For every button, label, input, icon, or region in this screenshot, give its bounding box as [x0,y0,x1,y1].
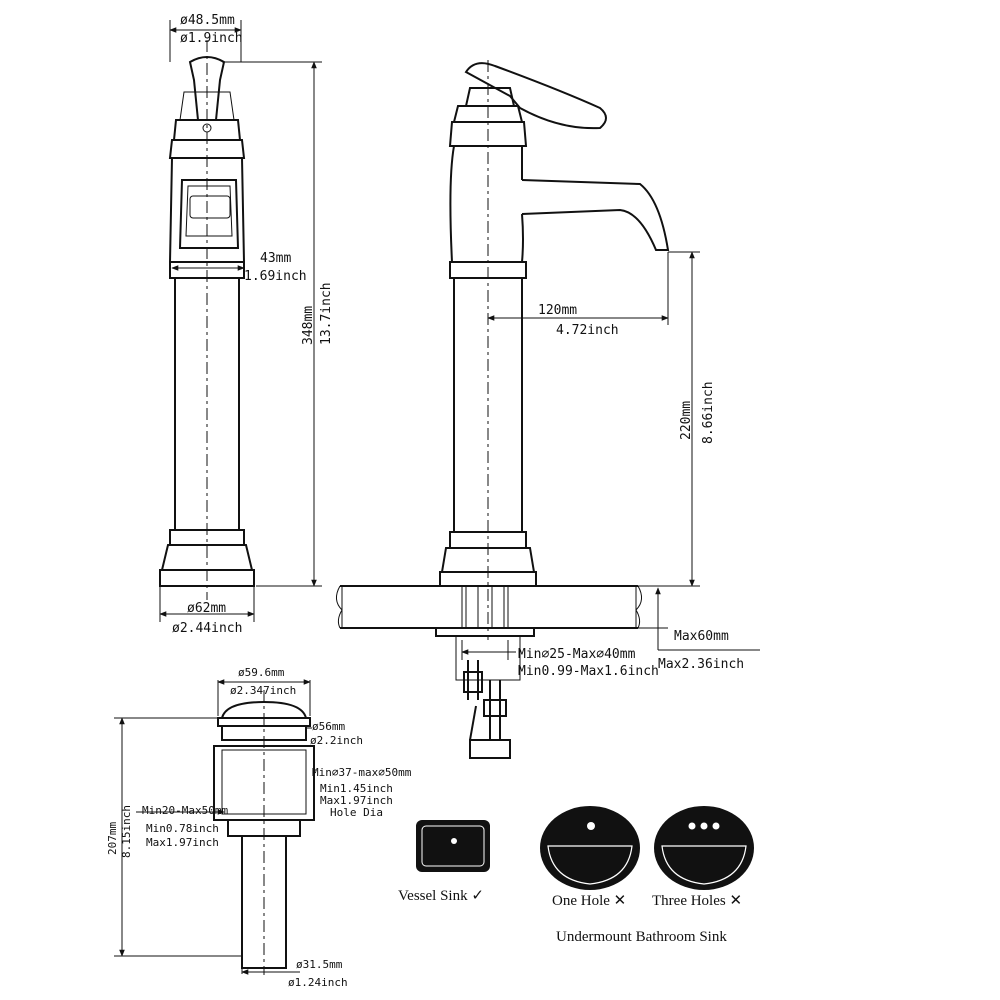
side-base-dia-in: ø2.44inch [172,621,242,636]
three-holes-sink-icon [654,806,754,890]
drain-flange-dia-mm: ø56mm [312,720,345,733]
side-body-dia-in: 1.69inch [244,269,307,284]
faucet-side-view: ø48.5mm ø1.9inch 43mm 1.69inch 348mm 13.… [159,13,334,636]
drain-thickness-in-2: Max1.97inch [146,836,219,849]
drain-hole-in-2: Max1.97inch [320,794,393,807]
drain-height-in: 8.15inch [120,805,133,858]
drain-hole-in-1: Min1.45inch [320,782,393,795]
drain-tail-dia-in: ø1.24inch [288,976,348,989]
drain-cap-dia-mm: ø59.6mm [238,666,285,679]
front-spout-height-mm: 220mm [679,401,694,440]
side-height-in: 13.7inch [319,282,334,345]
drain-height-mm: 207mm [106,822,119,855]
front-hole-range-in: Min0.99-Max1.6inch [518,664,659,679]
drain-tail-dia-mm: ø31.5mm [296,958,343,971]
sink-compatibility: Vessel Sink ✓ One Hole ✕ Three Holes ✕ U… [398,806,754,945]
front-hole-range-mm: Min⌀25-Max⌀40mm [518,647,636,662]
side-base-dia-mm: ø62mm [187,601,226,616]
countertop [336,585,642,629]
pop-up-drain: ø59.6mm ø2.347inch ø56mm ø2.2inch Min⌀37… [106,666,412,989]
undermount-caption: Undermount Bathroom Sink [556,929,727,945]
front-reach-mm: 120mm [538,303,577,318]
side-body-dia-mm: 43mm [260,251,291,266]
drain-flange-dia-in: ø2.2inch [310,734,363,747]
drain-cap-dia-in: ø2.347inch [230,684,296,697]
front-spout-height-in: 8.66inch [701,381,716,444]
drain-hole-mm: Min⌀37-max⌀50mm [312,766,412,779]
side-top-dia-mm: ø48.5mm [180,13,235,28]
three-holes-label: Three Holes ✕ [652,893,742,909]
one-hole-label: One Hole ✕ [552,893,626,909]
drain-hole-note: Hole Dia [330,806,383,819]
drain-thickness-in-1: Min0.78inch [146,822,219,835]
one-hole-sink-icon [540,806,640,890]
front-deck-max-in: Max2.36inch [658,657,744,672]
faucet-front-view: 120mm 4.72inch 220mm 8.66inch [336,60,760,759]
front-deck-max-mm: Max60mm [674,629,729,644]
side-top-dia-in: ø1.9inch [180,31,243,46]
drain-thickness-mm: Min20-Max50mm [142,804,228,817]
front-reach-in: 4.72inch [556,323,619,338]
vessel-sink-label: Vessel Sink ✓ [398,888,484,904]
side-height-mm: 348mm [301,306,316,345]
vessel-sink-icon [416,820,490,872]
